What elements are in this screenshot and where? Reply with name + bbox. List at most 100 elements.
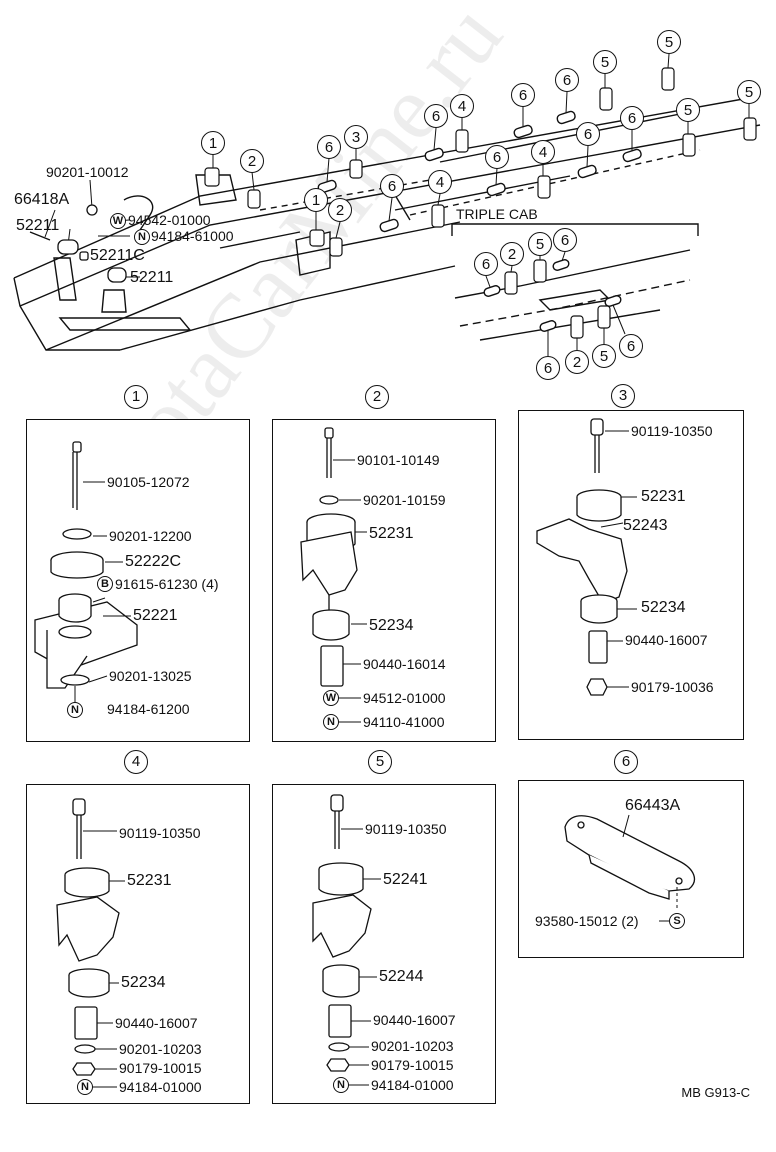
triple-cab-badge-6b: 6	[553, 228, 577, 252]
screw-symbol-s: S	[669, 913, 685, 929]
part-66443A: 66443A	[625, 797, 681, 814]
triple-cab-badge-6c: 6	[536, 356, 560, 380]
callout-badge-2a: 2	[240, 149, 264, 173]
triple-cab-badge-6a: 6	[474, 252, 498, 276]
panel-2-number: 2	[365, 385, 389, 409]
part-90201-12200: 90201-12200	[109, 528, 192, 544]
part-94184-01000: 94184-01000	[371, 1077, 454, 1093]
part-90201-10203: 90201-10203	[119, 1041, 202, 1057]
part-52231: 52231	[641, 488, 686, 505]
part-52243: 52243	[623, 517, 668, 534]
callout-badge-6h: 6	[620, 106, 644, 130]
triple-cab-label: TRIPLE CAB	[456, 206, 538, 222]
callout-90201-10012: 90201-10012	[46, 164, 129, 180]
part-94184-01000: 94184-01000	[119, 1079, 202, 1095]
panel-1-drawing	[34, 441, 138, 706]
callout-52211-a: 52211	[16, 217, 60, 234]
callout-badge-6a: 6	[317, 135, 341, 159]
part-90105-12072: 90105-12072	[107, 474, 190, 490]
callout-badge-5b: 5	[657, 30, 681, 54]
callout-badge-6c: 6	[424, 104, 448, 128]
callout-badge-3a: 3	[344, 125, 368, 149]
part-90201-13025: 90201-13025	[109, 668, 192, 684]
part-93580-15012: 93580-15012 (2)	[535, 913, 639, 929]
callout-badge-2b: 2	[328, 198, 352, 222]
part-52231: 52231	[127, 872, 172, 889]
panel-6-number: 6	[614, 750, 638, 774]
callout-badge-5c: 5	[676, 98, 700, 122]
part-90119-10350: 90119-10350	[365, 821, 447, 837]
panel-3-number: 3	[611, 384, 635, 408]
panel-1-number: 1	[124, 385, 148, 409]
callout-badge-6d: 6	[485, 145, 509, 169]
part-52241: 52241	[383, 871, 428, 888]
triple-cab-badge-2b: 2	[565, 350, 589, 374]
triple-cab-badge-6d: 6	[619, 334, 643, 358]
part-52231: 52231	[369, 525, 414, 542]
part-90101-10149: 90101-10149	[357, 452, 440, 468]
panel-5: 90119-10350 52241 52244 90440-16007 9020…	[272, 784, 496, 1104]
washer-symbol-w: W	[323, 690, 339, 706]
part-90119-10350: 90119-10350	[119, 825, 201, 841]
part-90440-16007: 90440-16007	[373, 1012, 456, 1028]
panel-5-number: 5	[368, 750, 392, 774]
part-94184-61200: 94184-61200	[107, 701, 190, 717]
callout-badge-6b: 6	[380, 174, 404, 198]
panel-4-drawing	[56, 798, 125, 1094]
part-52234: 52234	[369, 617, 414, 634]
triple-cab-badge-5a: 5	[528, 232, 552, 256]
triple-cab-badge-2a: 2	[500, 242, 524, 266]
callout-badge-5d: 5	[737, 80, 761, 104]
callout-badge-4c: 4	[531, 140, 555, 164]
part-90440-16007: 90440-16007	[115, 1015, 198, 1031]
triple-cab-badge-5b: 5	[592, 344, 616, 368]
nut-symbol-n: N	[134, 229, 150, 245]
washer-symbol-w: W	[110, 213, 126, 229]
panel-4-number: 4	[124, 750, 148, 774]
callout-badge-5a: 5	[593, 50, 617, 74]
callout-52211C: 52211C	[90, 247, 145, 264]
part-90201-10203: 90201-10203	[371, 1038, 454, 1054]
part-90179-10015: 90179-10015	[371, 1057, 454, 1073]
part-90201-10159: 90201-10159	[363, 492, 446, 508]
part-90440-16014: 90440-16014	[363, 656, 446, 672]
callout-badge-4b: 4	[428, 170, 452, 194]
callout-66418A: 66418A	[14, 191, 70, 208]
nut-symbol-n: N	[323, 714, 339, 730]
part-90179-10015: 90179-10015	[119, 1060, 202, 1076]
bolt-symbol-b: B	[97, 576, 113, 592]
part-94512-01000: 94512-01000	[363, 690, 446, 706]
panel-2: 90101-10149 90201-10159 52231 52234 9044…	[272, 419, 496, 742]
part-90119-10350: 90119-10350	[631, 423, 713, 439]
part-94110-41000: 94110-41000	[363, 714, 445, 730]
callout-94542-01000: 94542-01000	[128, 212, 211, 228]
part-90179-10036: 90179-10036	[631, 679, 714, 695]
nut-symbol-n: N	[333, 1077, 349, 1093]
panel-1: 90105-12072 90201-12200 52222C B 91615-6…	[26, 419, 250, 742]
part-52221: 52221	[133, 607, 178, 624]
diagram-code: MB G913-C	[681, 1085, 750, 1100]
panel-3-drawing	[536, 418, 637, 696]
panel-3: 90119-10350 52231 52243 52234 90440-1600…	[518, 410, 744, 740]
panel-6-drawing	[564, 814, 696, 922]
part-52234: 52234	[641, 599, 686, 616]
panel-6: 66443A 93580-15012 (2) S	[518, 780, 744, 958]
panel-5-drawing	[312, 794, 381, 1092]
panel-4: 90119-10350 52231 52234 90440-16007 9020…	[26, 784, 250, 1104]
part-90440-16007: 90440-16007	[625, 632, 708, 648]
part-52244: 52244	[379, 968, 424, 985]
callout-badge-1a: 1	[201, 131, 225, 155]
nut-symbol-n: N	[77, 1079, 93, 1095]
part-91615-61230: 91615-61230 (4)	[115, 576, 219, 592]
callout-badge-1b: 1	[304, 188, 328, 212]
nut-symbol-n: N	[67, 702, 83, 718]
callout-badge-4a: 4	[450, 94, 474, 118]
part-52234: 52234	[121, 974, 166, 991]
callout-52211-b: 52211	[130, 269, 174, 286]
part-52222C: 52222C	[125, 553, 182, 570]
callout-badge-6g: 6	[576, 122, 600, 146]
callout-badge-6e: 6	[511, 83, 535, 107]
callout-badge-6f: 6	[555, 68, 579, 92]
callout-94184-61000: 94184-61000	[151, 228, 234, 244]
